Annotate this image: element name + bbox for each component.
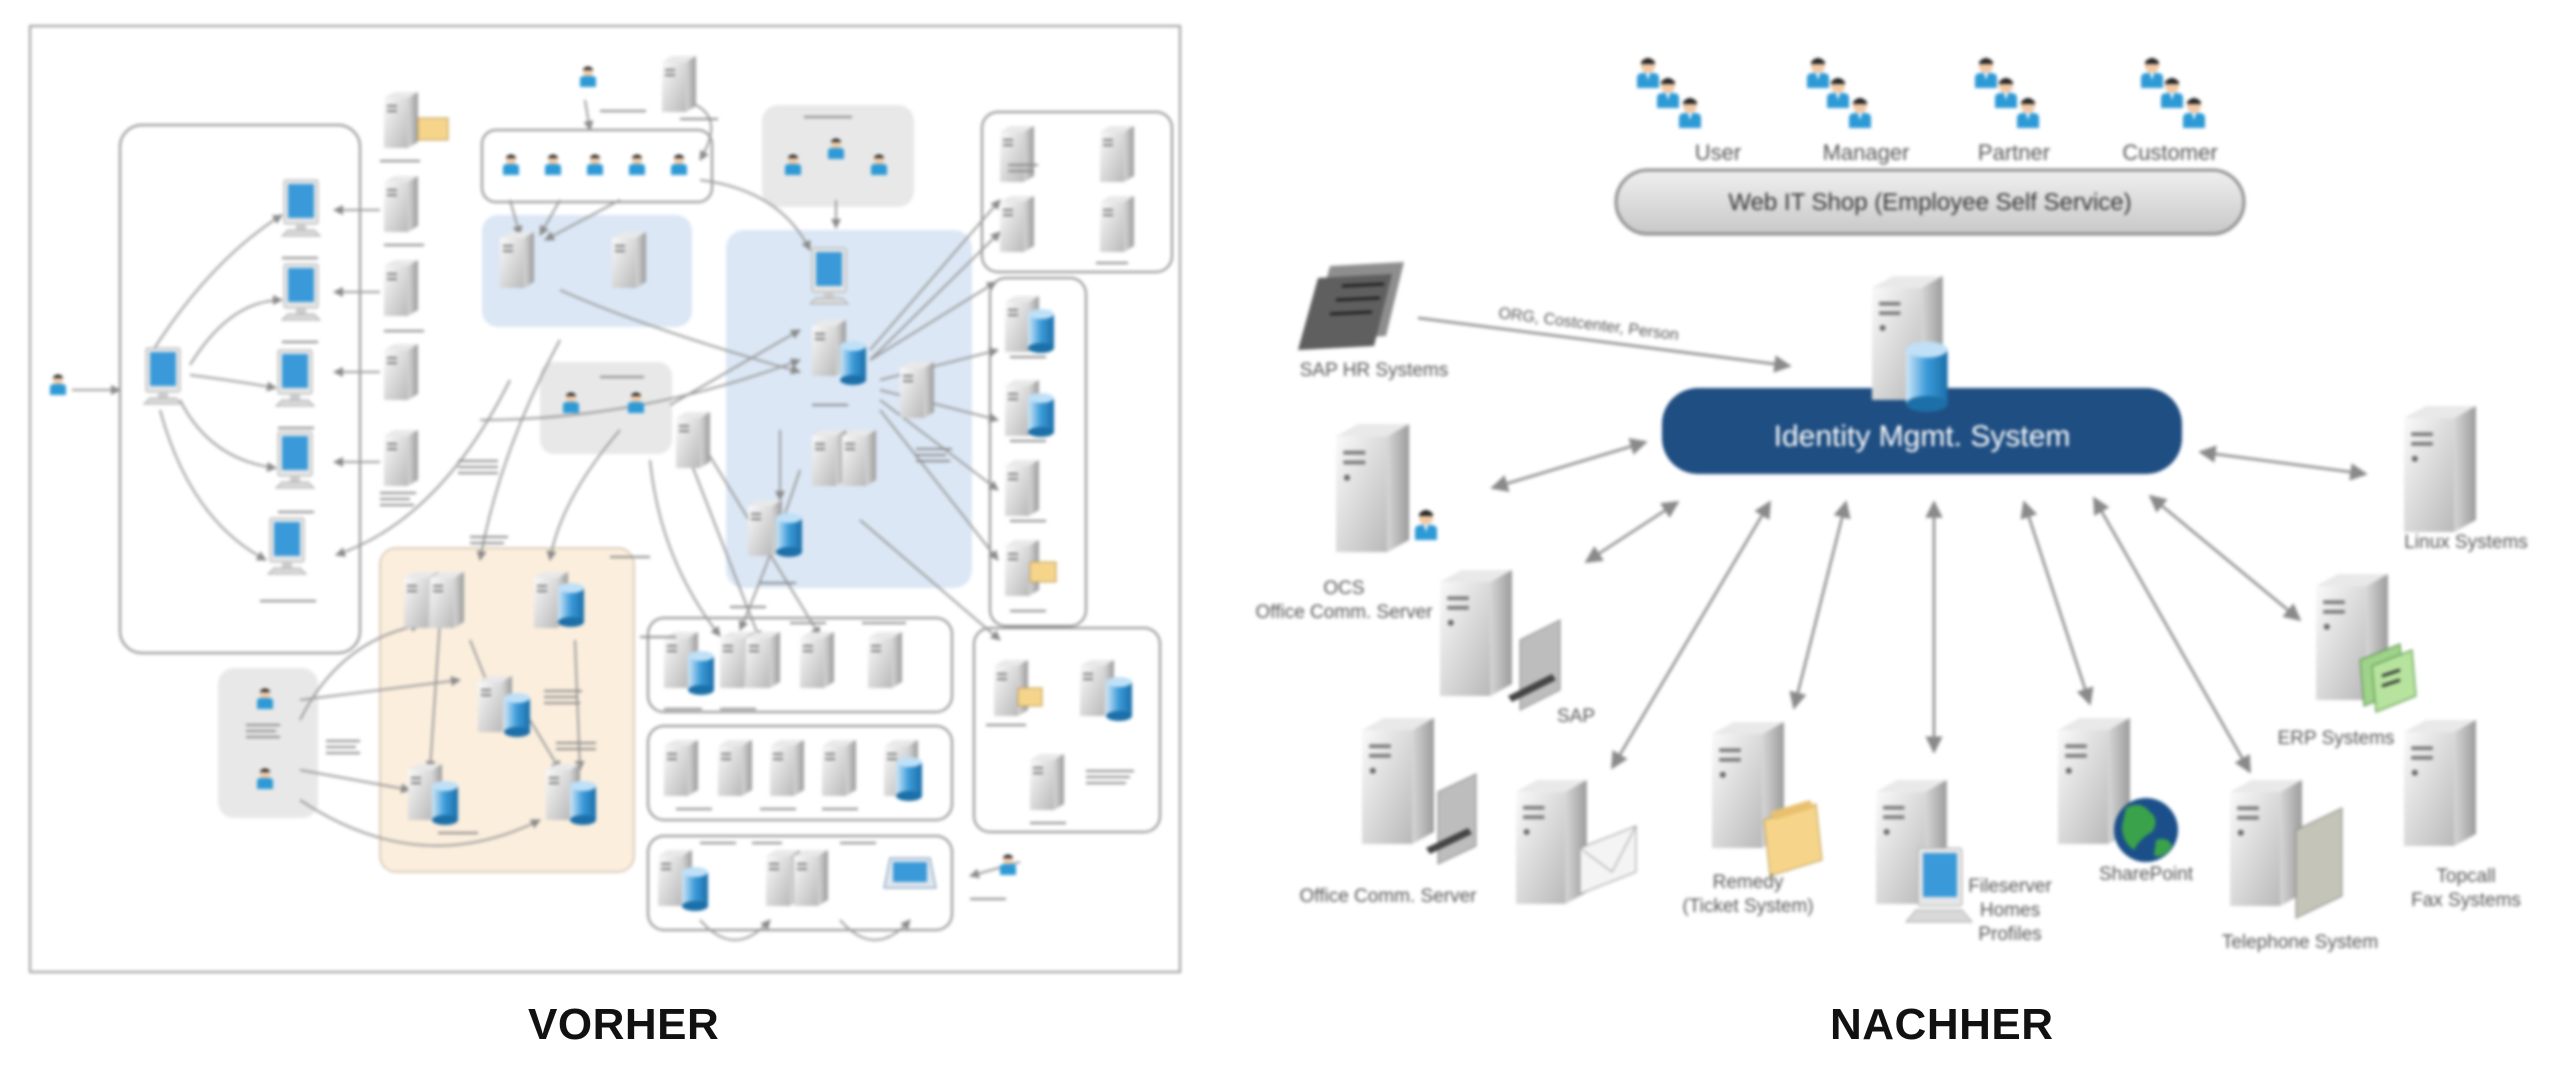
- role-label-manager: Manager: [1823, 140, 1910, 165]
- sap-hr-documents: [1298, 262, 1404, 350]
- shop-label: Web IT Shop (Employee Self Service): [1728, 189, 2131, 216]
- erp-label: ERP Systems: [2278, 728, 2395, 749]
- role-label-customer: Customer: [2122, 140, 2217, 165]
- after-diagram: User Manager Partner Customer Web IT Sho…: [1255, 58, 2528, 953]
- before-diagram: [29, 25, 1181, 973]
- before-heading: VORHER: [528, 1000, 720, 1049]
- sap-hr-label: SAP HR Systems: [1300, 360, 1449, 381]
- linux-label: Linux Systems: [2404, 532, 2528, 553]
- office-comm-label: Office Comm. Server: [1299, 886, 1477, 907]
- telephone-label: Telephone System: [2222, 932, 2378, 953]
- after-heading: NACHHER: [1830, 1000, 2054, 1049]
- role-label-user: User: [1695, 140, 1741, 165]
- role-customer: [2141, 58, 2205, 128]
- topcall-label-line1: Topcall: [2436, 866, 2495, 887]
- fileserver-label-line1: Fileserver: [1968, 876, 2052, 897]
- hr-flow-label: ORG, Costcenter, Person: [1498, 305, 1680, 344]
- remedy-label-line2: (Ticket System): [1682, 896, 1813, 917]
- sharepoint-label: SharePoint: [2099, 864, 2194, 885]
- role-partner: [1975, 58, 2039, 128]
- role-user: [1637, 58, 1701, 128]
- ocs-label-line2: Office Comm. Server: [1255, 602, 1433, 623]
- topcall-label-line2: Fax Systems: [2411, 890, 2521, 911]
- role-manager: [1807, 58, 1871, 128]
- fileserver-label-line2: Homes: [1980, 900, 2040, 921]
- ocs-label-line1: OCS: [1323, 578, 1364, 599]
- idm-label: Identity Mgmt. System: [1774, 420, 2071, 453]
- role-label-partner: Partner: [1978, 140, 2050, 165]
- fileserver-label-line3: Profiles: [1978, 924, 2041, 945]
- sap-label: SAP: [1557, 706, 1595, 727]
- remedy-label-line1: Remedy: [1713, 872, 1784, 893]
